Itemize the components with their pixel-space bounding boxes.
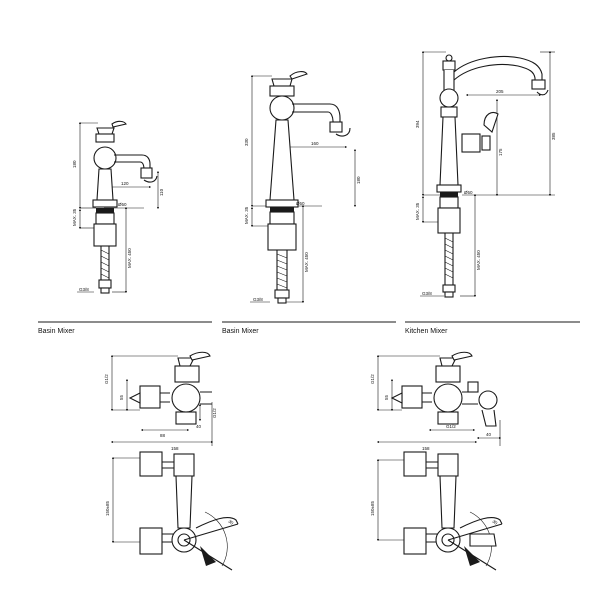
dim-label: 110 — [159, 188, 164, 196]
dim-label: 180 — [356, 176, 361, 184]
dim-label: G1/2 — [446, 424, 456, 429]
dim-label: MAX. 35 — [244, 206, 249, 224]
dim-label: 158 — [422, 446, 430, 451]
dim-label: Ø50 — [296, 201, 305, 206]
wall-mixer-left-drawing: G1/2 55 G1/2 40 88 158 150±85 30 — [104, 351, 239, 571]
dim-label: 330 — [244, 138, 249, 146]
dim-label: 40 — [196, 424, 202, 429]
dim-label: 150±85 — [370, 501, 375, 516]
dim-label: 385 — [551, 132, 556, 140]
wall-mixer-right-drawing: G1/2 55 G1/2 158 40 150±85 30 — [370, 351, 503, 571]
kitchen-mixer-drawing: 394 MAX. 35 MAX. 450 205 Ø50 175 385 G3/… — [415, 50, 556, 298]
dim-label: 150±85 — [105, 501, 110, 516]
dim-label: MAX. 450 — [476, 250, 481, 270]
dim-label: 205 — [496, 89, 504, 94]
dim-label: MAX. 35 — [72, 208, 77, 226]
dim-label: MAX. 35 — [415, 202, 420, 220]
caption-basin-mixer-2: Basin Mixer — [222, 328, 259, 335]
dim-label: 30 — [227, 519, 234, 526]
dim-label: Ø50 — [118, 202, 127, 207]
dim-label: 30 — [491, 519, 498, 526]
dim-label: 180 — [72, 160, 77, 168]
dim-label: MAX. 450 — [304, 252, 309, 272]
dim-label: 40 — [486, 432, 492, 437]
dim-label: 55 — [119, 394, 124, 400]
dim-label: 160 — [311, 141, 319, 146]
dim-label: G1/2 — [370, 374, 375, 384]
dim-label: G3/8 — [422, 291, 432, 296]
dim-label: 88 — [160, 433, 166, 438]
dim-label: G1/2 — [212, 408, 217, 418]
basin-mixer-tall-drawing: 330 MAX. 35 MAX. 450 160 Ø50 180 G3/8 — [244, 71, 361, 304]
dim-label: 55 — [384, 394, 389, 400]
caption-basin-mixer-1: Basin Mixer — [38, 328, 75, 335]
basin-mixer-small-drawing: 180 MAX. 35 MAX. 450 120 Ø50 110 G3/8 — [72, 120, 164, 294]
dim-label: G1/2 — [104, 374, 109, 384]
dim-label: 120 — [121, 181, 129, 186]
dim-label: MAX. 450 — [127, 248, 132, 268]
dim-label: 394 — [415, 120, 420, 128]
caption-kitchen-mixer: Kitchen Mixer — [405, 328, 448, 335]
dim-label: 175 — [498, 148, 503, 156]
dim-label: G3/8 — [253, 297, 263, 302]
dim-label: G3/8 — [79, 287, 89, 292]
dim-label: Ø50 — [464, 190, 473, 195]
dim-label: 158 — [171, 446, 179, 451]
